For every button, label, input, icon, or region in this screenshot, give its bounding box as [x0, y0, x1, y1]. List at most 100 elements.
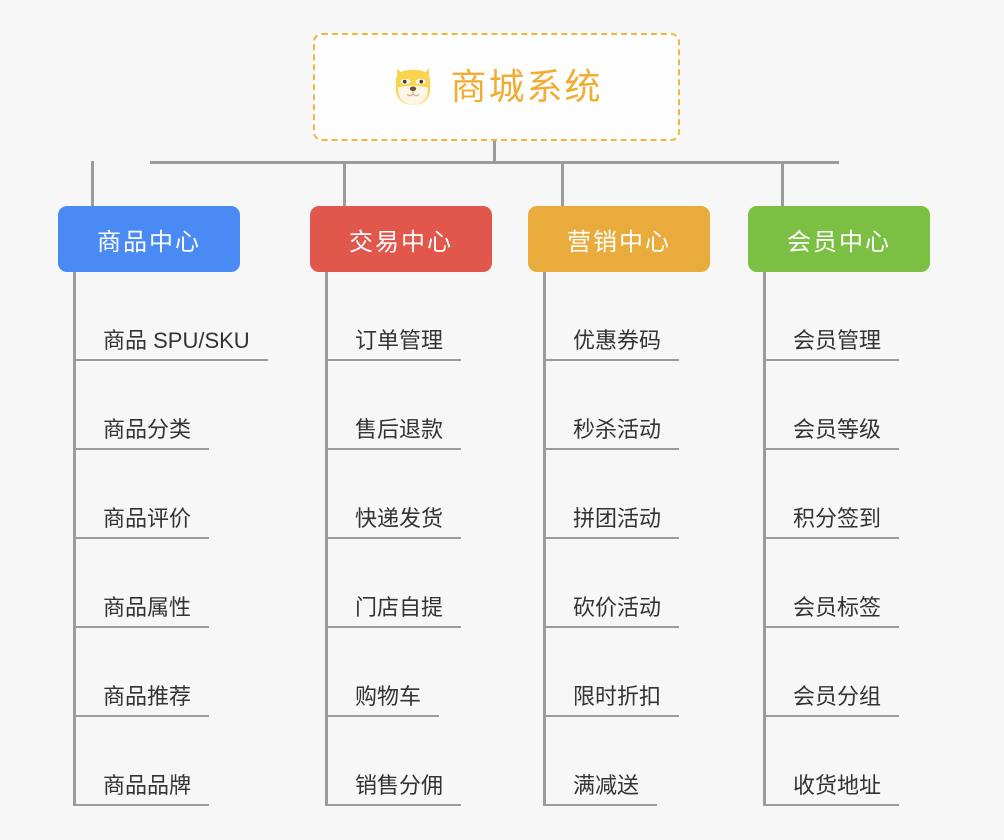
leaf-label: 商品属性 [103, 594, 192, 620]
leaf-underline: 积分签到 [763, 505, 900, 539]
leaf-underline: 订单管理 [325, 327, 462, 361]
list-item[interactable]: 会员分组 [763, 628, 930, 717]
leaf-label: 会员管理 [793, 327, 882, 353]
category-box-1[interactable]: 商品中心 [58, 206, 240, 272]
list-item[interactable]: 商品推荐 [73, 628, 240, 717]
leaf-label: 快递发货 [355, 505, 444, 531]
leaf-label: 商品分类 [103, 416, 192, 442]
leaf-underline: 优惠券码 [543, 327, 680, 361]
category-label: 会员中心 [787, 228, 891, 256]
column-4: 会员中心会员管理会员等级积分签到会员标签会员分组收货地址 [748, 206, 930, 806]
leaf-underline: 拼团活动 [543, 505, 680, 539]
leaf-label: 售后退款 [355, 416, 444, 442]
leaf-underline: 商品评价 [73, 505, 210, 539]
leaf-underline: 商品品牌 [73, 772, 210, 806]
leaf-underline: 快递发货 [325, 505, 462, 539]
leaf-list: 订单管理售后退款快递发货门店自提购物车销售分佣 [310, 272, 492, 806]
leaf-label: 商品 SPU/SKU [103, 327, 250, 353]
leaf-underline: 商品推荐 [73, 683, 210, 717]
category-label: 商品中心 [97, 228, 201, 256]
leaf-label: 购物车 [355, 683, 422, 709]
list-item[interactable]: 会员等级 [763, 361, 930, 450]
leaf-underline: 秒杀活动 [543, 416, 680, 450]
list-item[interactable]: 拼团活动 [543, 450, 710, 539]
connector-spine-1 [73, 272, 76, 806]
leaf-label: 商品评价 [103, 505, 192, 531]
leaf-underline: 购物车 [325, 683, 440, 717]
leaf-underline: 限时折扣 [543, 683, 680, 717]
list-item[interactable]: 限时折扣 [543, 628, 710, 717]
leaf-label: 秒杀活动 [573, 416, 662, 442]
column-3: 营销中心优惠券码秒杀活动拼团活动砍价活动限时折扣满减送 [528, 206, 710, 806]
category-box-2[interactable]: 交易中心 [310, 206, 492, 272]
leaf-underline: 售后退款 [325, 416, 462, 450]
list-item[interactable]: 商品品牌 [73, 717, 240, 806]
connector-drop-2 [343, 161, 346, 206]
leaf-list: 商品 SPU/SKU 商品分类商品评价商品属性商品推荐商品品牌 [58, 272, 268, 806]
leaf-label: 门店自提 [355, 594, 444, 620]
leaf-label: 销售分佣 [355, 772, 444, 798]
leaf-underline: 会员标签 [763, 594, 900, 628]
list-item[interactable]: 快递发货 [325, 450, 492, 539]
branch-3: 优惠券码秒杀活动拼团活动砍价活动限时折扣满减送 [528, 272, 710, 806]
leaf-label: 订单管理 [355, 327, 444, 353]
column-2: 交易中心订单管理售后退款快递发货门店自提购物车销售分佣 [310, 206, 492, 806]
list-item[interactable]: 售后退款 [325, 361, 492, 450]
category-box-3[interactable]: 营销中心 [528, 206, 710, 272]
leaf-label: 限时折扣 [573, 683, 662, 709]
leaf-list: 会员管理会员等级积分签到会员标签会员分组收货地址 [748, 272, 930, 806]
branch-1: 商品 SPU/SKU 商品分类商品评价商品属性商品推荐商品品牌 [58, 272, 268, 806]
leaf-label: 砍价活动 [573, 594, 662, 620]
leaf-label: 商品品牌 [103, 772, 192, 798]
list-item[interactable]: 销售分佣 [325, 717, 492, 806]
list-item[interactable]: 商品分类 [73, 361, 240, 450]
list-item[interactable]: 收货地址 [763, 717, 930, 806]
category-label: 营销中心 [567, 228, 671, 256]
list-item[interactable]: 商品评价 [73, 450, 240, 539]
category-label: 交易中心 [349, 228, 453, 256]
leaf-underline: 会员分组 [763, 683, 900, 717]
list-item[interactable]: 购物车 [325, 628, 492, 717]
shiba-inu-icon [396, 68, 431, 105]
leaf-underline: 满减送 [543, 772, 658, 806]
leaf-underline: 砍价活动 [543, 594, 680, 628]
connector-root-stub [493, 141, 496, 163]
list-item[interactable]: 商品属性 [73, 539, 240, 628]
leaf-underline: 收货地址 [763, 773, 900, 806]
leaf-label: 满减送 [573, 772, 640, 798]
list-item[interactable]: 满减送 [543, 717, 710, 806]
branch-2: 订单管理售后退款快递发货门店自提购物车销售分佣 [310, 272, 492, 806]
list-item[interactable]: 积分签到 [763, 450, 930, 539]
leaf-underline: 商品分类 [73, 416, 210, 450]
list-item[interactable]: 商品 SPU/SKU [73, 272, 268, 361]
list-item[interactable]: 秒杀活动 [543, 361, 710, 450]
branch-4: 会员管理会员等级积分签到会员标签会员分组收货地址 [748, 272, 930, 806]
category-box-4[interactable]: 会员中心 [748, 206, 930, 272]
list-item[interactable]: 优惠券码 [543, 272, 710, 361]
root-title: 商城系统 [450, 66, 603, 107]
leaf-label: 积分签到 [793, 505, 882, 531]
connector-horizontal-bus [150, 161, 839, 164]
list-item[interactable]: 砍价活动 [543, 539, 710, 628]
leaf-label: 商品推荐 [103, 683, 192, 709]
root-node-shop-system[interactable]: 商城系统 [313, 33, 680, 141]
list-item[interactable]: 会员管理 [763, 272, 930, 361]
connector-drop-4 [781, 161, 784, 206]
leaf-underline: 会员管理 [763, 327, 900, 361]
connector-spine-2 [325, 272, 328, 806]
leaf-label: 拼团活动 [573, 505, 662, 531]
leaf-label: 会员标签 [793, 594, 882, 620]
leaf-label: 优惠券码 [573, 327, 662, 353]
leaf-underline: 商品 SPU/SKU [73, 327, 268, 361]
list-item[interactable]: 订单管理 [325, 272, 492, 361]
connector-drop-3 [561, 161, 564, 206]
connector-drop-1 [91, 161, 94, 206]
connector-spine-3 [543, 272, 546, 806]
leaf-underline: 销售分佣 [325, 772, 462, 806]
column-1: 商品中心商品 SPU/SKU 商品分类商品评价商品属性商品推荐商品品牌 [58, 206, 268, 806]
list-item[interactable]: 会员标签 [763, 539, 930, 628]
leaf-label: 会员分组 [793, 683, 882, 709]
leaf-label: 会员等级 [793, 416, 882, 442]
list-item[interactable]: 门店自提 [325, 539, 492, 628]
